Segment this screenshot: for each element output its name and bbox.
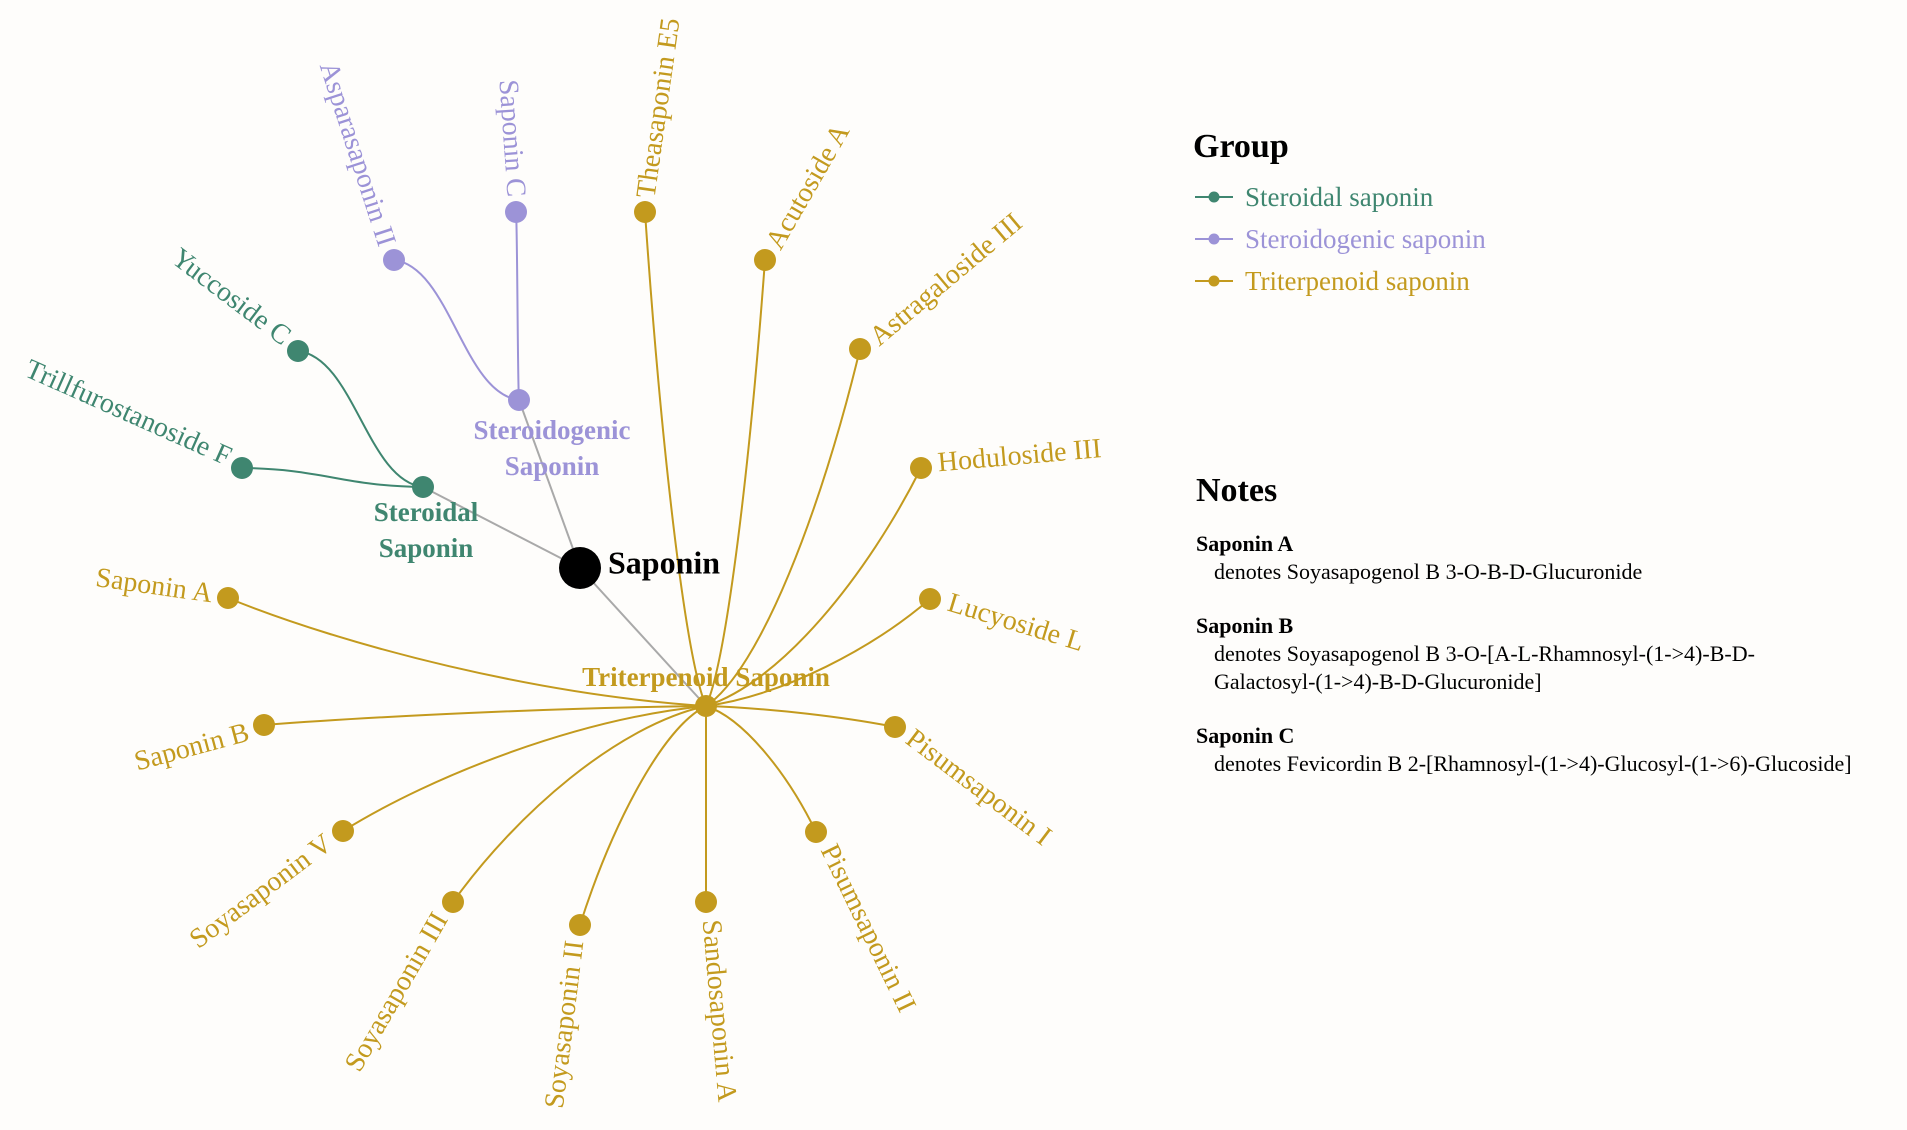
legend: Group Steroidal saponin Steroidogenic sa… [1193, 128, 1486, 302]
leaf-label-saponin-b: Saponin B [131, 717, 252, 777]
link-soyasaponin-ii [579, 705, 707, 926]
note-text-line: denotes Fevicordin B 2-[Rhamnosyl-(1->4)… [1214, 751, 1852, 776]
trunk-link-steroidal [422, 486, 581, 569]
hub-label-steroidogenic: Saponin [505, 451, 600, 481]
node-theasaponin-e5 [634, 201, 656, 223]
legend-label-steroidogenic: Steroidogenic saponin [1245, 223, 1486, 254]
node-astragaloside-iii [849, 338, 871, 360]
leaf-label-theasaponin-e5: Theasaponin E5 [631, 16, 687, 200]
node-yuccoside-c [287, 340, 309, 362]
leaf-label-trillfurostanoside-f: Trillfurostanoside F [21, 354, 237, 473]
trunk-link-steroidogenic [518, 399, 581, 569]
leaf-label-soyasaponin-v: Soyasaponin V [184, 828, 338, 955]
leaf-label-sandosaponin-a: Sandosaponin A [696, 918, 743, 1104]
leaf-label-soyasaponin-iii: Soyasaponin III [339, 907, 455, 1077]
note-text-line: denotes Soyasapogenol B 3-O-B-D-Glucuron… [1214, 559, 1643, 584]
legend-swatch-steroidogenic [1195, 233, 1233, 245]
link-acutoside-a [705, 259, 766, 707]
hub-node-steroidogenic [508, 389, 530, 411]
leaf-label-saponin-c: Saponin C [492, 79, 531, 198]
link-theasaponin-e5 [644, 211, 707, 707]
node-saponin-b [253, 714, 275, 736]
link-asparasaponin-ii [393, 259, 520, 401]
link-pisumsaponin-ii [705, 705, 817, 833]
links-layer [227, 211, 931, 926]
root-label: Saponin [608, 544, 720, 580]
node-acutoside-a [754, 249, 776, 271]
trunk-link-triterpenoid [579, 567, 707, 707]
legend-label-triterpenoid: Triterpenoid saponin [1245, 265, 1470, 296]
leaf-label-soyasaponin-ii: Soyasaponin II [539, 939, 590, 1110]
hub-label-steroidal: Steroidal [374, 497, 479, 527]
node-saponin-c [505, 201, 527, 223]
node-soyasaponin-ii [569, 914, 591, 936]
node-trillfurostanoside-f [231, 457, 253, 479]
hub-label-triterpenoid: Triterpenoid Saponin [582, 662, 830, 692]
legend-swatch-triterpenoid [1195, 275, 1233, 287]
link-saponin-b [263, 705, 707, 726]
leaf-label-pisumsaponin-ii: Pisumsaponin II [814, 839, 922, 1017]
node-soyasaponin-iii [442, 891, 464, 913]
hub-label-steroidal: Saponin [379, 533, 474, 563]
legend-item-steroidal: Steroidal saponin [1193, 176, 1486, 218]
note-saponin-a: Saponin A denotes Soyasapogenol B 3-O-B-… [1196, 530, 1896, 586]
note-name: Saponin A [1196, 531, 1294, 556]
link-hoduloside-iii [705, 467, 922, 707]
notes-title: Notes [1196, 472, 1278, 509]
note-saponin-b: Saponin B denotes Soyasapogenol B 3-O-[A… [1196, 612, 1896, 696]
nodes-layer [217, 201, 941, 936]
link-lucyoside-l [705, 598, 931, 707]
leaf-label-lucyoside-l: Lucyoside L [944, 587, 1088, 658]
leaf-label-asparasaponin-ii: Asparasaponin II [313, 58, 402, 250]
link-pisumsaponin-i [705, 705, 896, 728]
node-soyasaponin-v [332, 820, 354, 842]
link-saponin-c [515, 211, 520, 401]
link-soyasaponin-iii [452, 705, 707, 903]
notes-panel: Notes Saponin A denotes Soyasapogenol B … [1196, 472, 1896, 804]
node-pisumsaponin-i [884, 716, 906, 738]
link-soyasaponin-v [342, 705, 707, 832]
hub-label-steroidogenic: Steroidogenic [474, 415, 631, 445]
link-astragaloside-iii [705, 348, 861, 707]
note-name: Saponin B [1196, 613, 1294, 638]
link-yuccoside-c [297, 350, 424, 488]
link-trillfurostanoside-f [241, 467, 424, 488]
hub-node-triterpenoid [695, 695, 717, 717]
legend-item-triterpenoid: Triterpenoid saponin [1193, 260, 1486, 302]
leaf-label-yuccoside-c: Yuccoside C [166, 242, 297, 351]
leaf-label-pisumsaponin-i: Pisumsaponin I [900, 723, 1057, 852]
root-node [559, 547, 601, 589]
hub-node-steroidal [412, 476, 434, 498]
legend-item-steroidogenic: Steroidogenic saponin [1193, 218, 1486, 260]
leaf-label-astragaloside-iii: Astragaloside III [864, 207, 1029, 352]
node-pisumsaponin-ii [805, 821, 827, 843]
node-lucyoside-l [919, 588, 941, 610]
legend-title: Group [1193, 128, 1289, 165]
note-text-line: Galactosyl-(1->4)-B-D-Glucuronide] [1214, 669, 1542, 694]
note-saponin-c: Saponin C denotes Fevicordin B 2-[Rhamno… [1196, 722, 1896, 778]
node-sandosaponin-a [695, 891, 717, 913]
legend-label-steroidal: Steroidal saponin [1245, 181, 1434, 212]
node-hoduloside-iii [910, 457, 932, 479]
leaf-label-acutoside-a: Acutoside A [760, 118, 857, 255]
node-saponin-a [217, 587, 239, 609]
node-asparasaponin-ii [383, 249, 405, 271]
link-saponin-a [227, 597, 707, 707]
leaf-label-hoduloside-iii: Hoduloside III [936, 433, 1102, 478]
leaf-label-saponin-a: Saponin A [94, 562, 215, 609]
legend-swatch-steroidal [1195, 191, 1233, 203]
note-text-line: denotes Soyasapogenol B 3-O-[A-L-Rhamnos… [1214, 641, 1755, 666]
note-name: Saponin C [1196, 723, 1295, 748]
